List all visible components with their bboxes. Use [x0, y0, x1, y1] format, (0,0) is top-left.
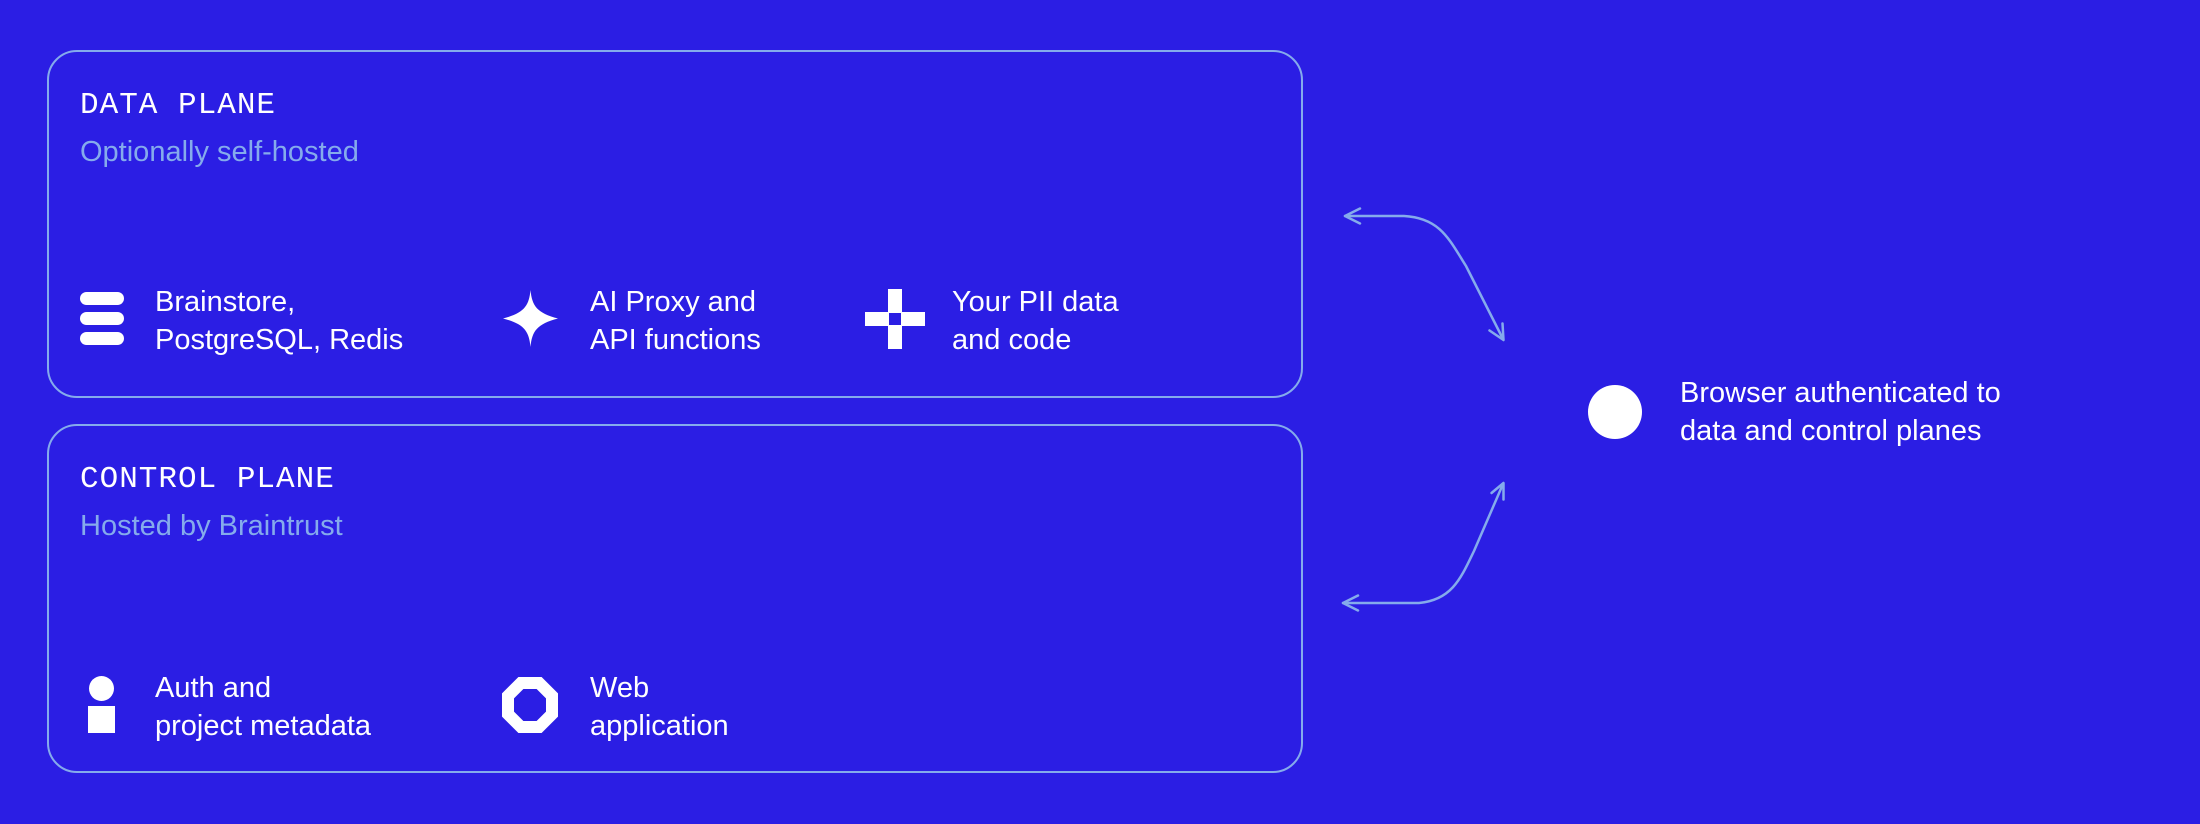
item-label-line: application [590, 710, 729, 742]
control-plane-browser-arrow [1341, 481, 1505, 612]
data-plane-subtitle: Optionally self-hosted [80, 136, 359, 168]
data-plane-item-databases: Brainstore, PostgreSQL, Redis [80, 283, 403, 359]
item-label-line: Brainstore, [155, 286, 296, 318]
item-label: Brainstore, PostgreSQL, Redis [155, 283, 403, 359]
item-label-line: AI Proxy and [590, 286, 757, 318]
plus-icon [865, 288, 925, 354]
item-label-line: API functions [590, 324, 761, 356]
sparkle-icon [503, 290, 558, 352]
database-stack-icon [80, 292, 124, 350]
control-plane-item-auth: Auth and project metadata [88, 669, 371, 745]
item-label-line: project metadata [155, 710, 372, 742]
data-plane-item-ai-proxy: AI Proxy and API functions [503, 283, 761, 359]
data-plane-box: DATA PLANE Optionally self-hosted Brains… [47, 50, 1303, 398]
control-plane-box: CONTROL PLANE Hosted by Braintrust Auth … [47, 424, 1303, 773]
control-plane-item-web-app: Web application [502, 669, 729, 745]
control-plane-subtitle: Hosted by Braintrust [80, 510, 343, 542]
item-label: Your PII data and code [952, 283, 1119, 359]
control-plane-title: CONTROL PLANE [80, 462, 335, 497]
item-label: Auth and project metadata [155, 669, 371, 745]
browser-node-label: Browser authenticated to data and contro… [1680, 374, 2001, 450]
octagon-icon [502, 676, 558, 738]
data-plane-item-pii: Your PII data and code [865, 283, 1119, 359]
item-label: Web application [590, 669, 729, 745]
person-icon [88, 676, 115, 738]
item-label-line: and code [952, 324, 1072, 356]
data-plane-browser-arrow [1343, 207, 1505, 342]
browser-node-dot [1588, 385, 1642, 439]
item-label-line: PostgreSQL, Redis [155, 324, 404, 356]
browser-node-label-line: Browser authenticated to [1680, 377, 2001, 409]
browser-node-label-line: data and control planes [1680, 415, 1982, 447]
item-label-line: Auth and [155, 672, 272, 704]
item-label-line: Web [590, 672, 650, 704]
item-label: AI Proxy and API functions [590, 283, 761, 359]
data-plane-title: DATA PLANE [80, 88, 277, 123]
item-label-line: Your PII data [952, 286, 1119, 318]
